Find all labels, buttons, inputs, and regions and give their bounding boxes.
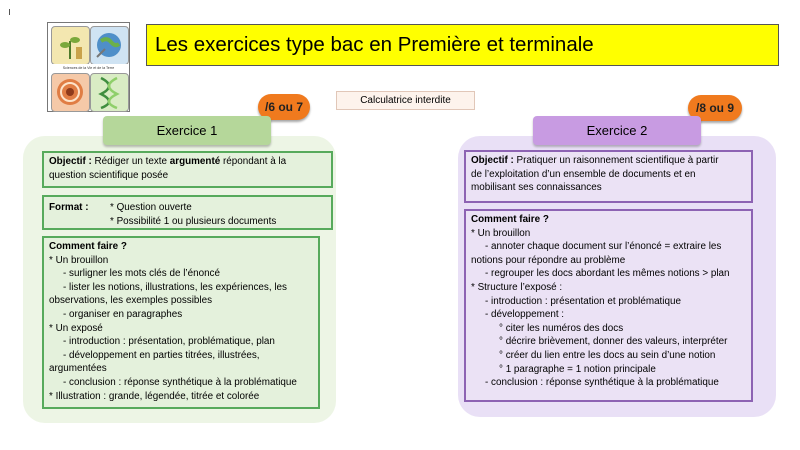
dna-icon bbox=[98, 76, 120, 110]
method-line: * Structure l’exposé : bbox=[471, 281, 563, 293]
objective-text: Rédiger un texte bbox=[91, 156, 170, 167]
earth-icon bbox=[96, 33, 121, 58]
method-line: ° créer du lien entre les docs au sein d… bbox=[499, 349, 716, 361]
method-line: - regrouper les docs abordant les mêmes … bbox=[485, 268, 730, 280]
objective-text: question scientifique posée bbox=[49, 169, 169, 181]
svt-logo: Sciences de la Vie et de la Terre bbox=[47, 22, 130, 112]
method-line: ° 1 paragraphe = 1 notion principale bbox=[499, 363, 656, 375]
method-line: - introduction : présentation, problémat… bbox=[63, 336, 275, 348]
method-line: notions pour répondre au problème bbox=[471, 254, 626, 266]
objective-text: mobilisant ses connaissances bbox=[471, 182, 602, 194]
objective-text: Pratiquer un raisonnement scientifique à… bbox=[513, 155, 719, 166]
format-item: * Possibilité 1 ou plusieurs documents bbox=[110, 215, 277, 227]
method-line: observations, les exemples possibles bbox=[49, 295, 213, 307]
method-line: - annoter chaque document sur l’énoncé =… bbox=[485, 241, 722, 253]
exercise1-method-box: Comment faire ? * Un brouillon - surlign… bbox=[42, 236, 320, 409]
method-line: - surligner les mots clés de l’énoncé bbox=[63, 268, 220, 280]
format-item: * Question ouverte bbox=[110, 202, 192, 213]
method-line: - introduction : présentation et problém… bbox=[485, 295, 681, 307]
method-line: - lister les notions, illustrations, les… bbox=[63, 281, 287, 293]
exercise2-header: Exercice 2 bbox=[533, 116, 701, 145]
format-label: Format : bbox=[49, 202, 89, 213]
calculator-note: Calculatrice interdite bbox=[336, 91, 475, 110]
method-line: ° décrire brièvement, donner des valeurs… bbox=[499, 336, 728, 348]
cells-icon bbox=[57, 79, 83, 105]
logo-tile-plants bbox=[51, 26, 90, 65]
logo-tile-dna bbox=[90, 73, 129, 112]
objective-text: répondant à la bbox=[220, 156, 287, 167]
method-line: - développement : bbox=[485, 309, 565, 321]
exercise2-method-box: Comment faire ? * Un brouillon - annoter… bbox=[464, 209, 753, 402]
objective-label: Objectif : bbox=[471, 155, 514, 166]
logo-tile-cells bbox=[51, 73, 90, 112]
method-line: - développement en parties titrées, illu… bbox=[63, 349, 260, 361]
exercise1-objective-box: Objectif : Rédiger un texte argumenté ré… bbox=[42, 151, 333, 188]
method-line: * Un brouillon bbox=[471, 227, 531, 239]
plant-icon bbox=[60, 37, 82, 59]
method-label: Comment faire ? bbox=[49, 241, 127, 252]
method-line: - organiser en paragraphes bbox=[63, 308, 183, 320]
method-line: * Un brouillon bbox=[49, 254, 109, 266]
exercise1-points-badge: /6 ou 7 bbox=[258, 94, 310, 120]
objective-label: Objectif : bbox=[49, 156, 92, 167]
exercise1-header: Exercice 1 bbox=[103, 116, 271, 145]
method-line: - conclusion : réponse synthétique à la … bbox=[485, 377, 719, 389]
logo-tile-earth bbox=[90, 26, 129, 65]
objective-emphasis: argumenté bbox=[169, 156, 221, 167]
exercise1-format-box: Format : * Question ouverte * Possibilit… bbox=[42, 195, 333, 230]
exercise2-objective-box: Objectif : Pratiquer un raisonnement sci… bbox=[464, 150, 753, 203]
method-line: - conclusion : réponse synthétique à la … bbox=[63, 376, 297, 388]
method-label: Comment faire ? bbox=[471, 214, 549, 225]
objective-text: de l’exploitation d’un ensemble de docum… bbox=[471, 168, 696, 180]
text-cursor bbox=[9, 9, 10, 15]
method-line: * Un exposé bbox=[49, 322, 103, 334]
logo-band-text: Sciences de la Vie et de la Terre bbox=[48, 64, 129, 72]
page-title: Les exercices type bac en Première et te… bbox=[146, 24, 779, 66]
method-line: ° citer les numéros des docs bbox=[499, 322, 624, 334]
method-line: * Illustration : grande, légendée, titré… bbox=[49, 390, 260, 402]
method-line: argumentées bbox=[49, 363, 107, 375]
